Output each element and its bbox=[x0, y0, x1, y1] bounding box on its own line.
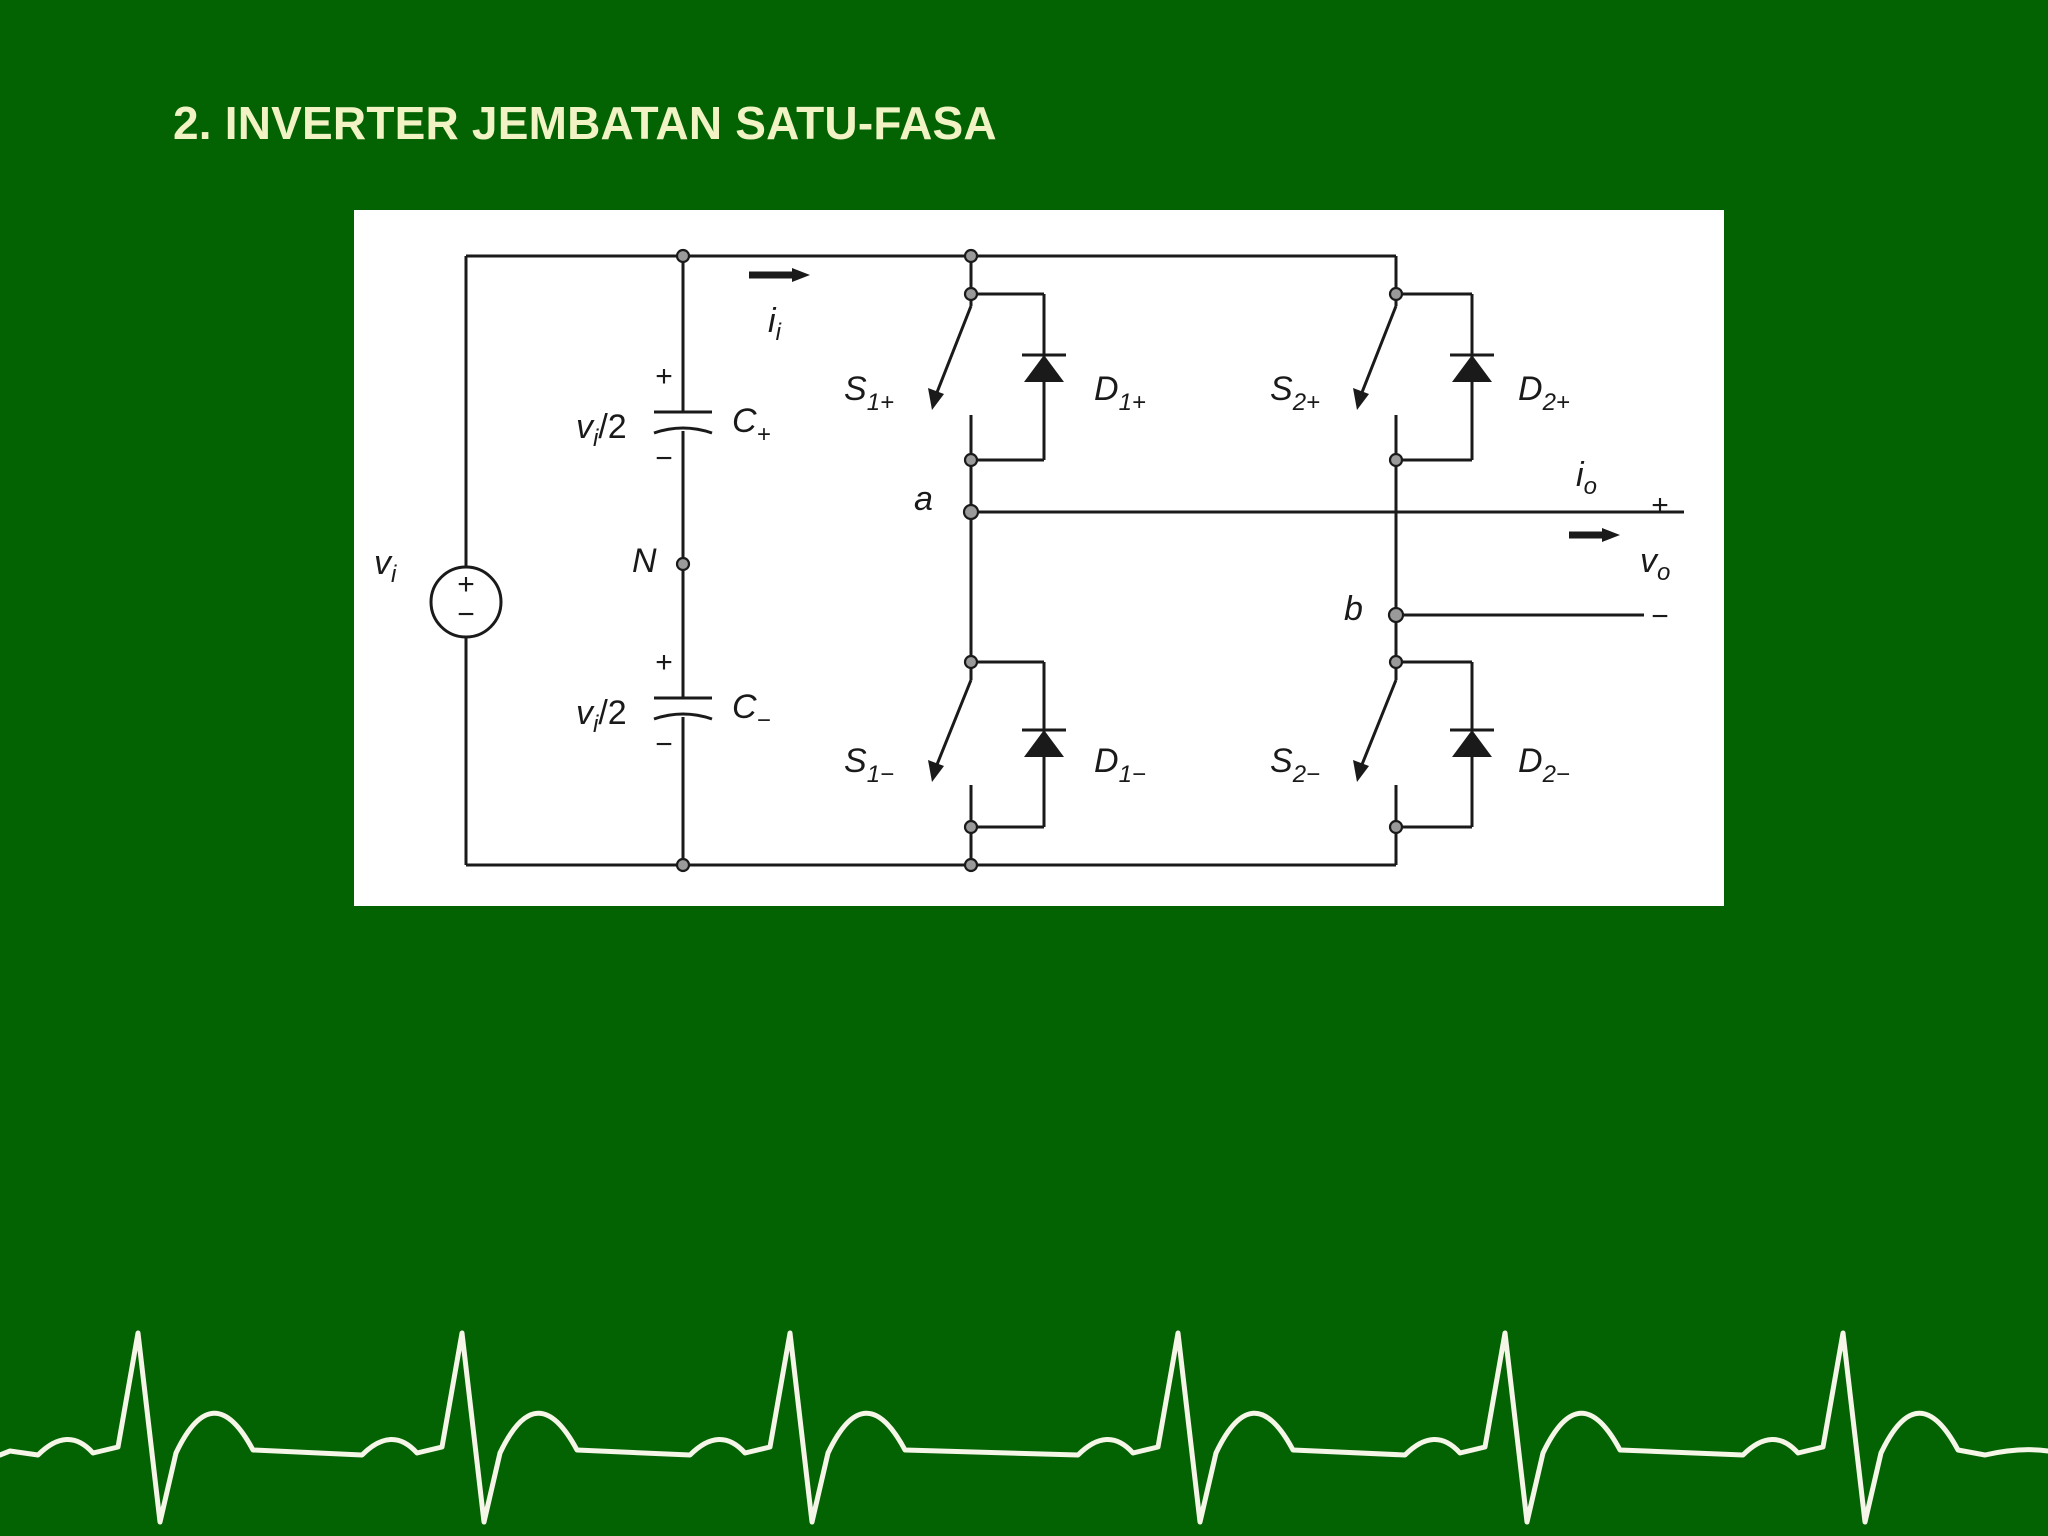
svg-text:−: − bbox=[1651, 600, 1669, 633]
input-current-label: ii bbox=[768, 302, 782, 346]
capacitor-icon bbox=[653, 712, 713, 721]
junction-node bbox=[1388, 819, 1404, 835]
junction-node bbox=[963, 819, 979, 835]
input-current: ii bbox=[749, 268, 810, 346]
node-n bbox=[675, 556, 691, 572]
diode-icon bbox=[1024, 730, 1064, 757]
node-a-label: a bbox=[914, 480, 933, 518]
switch-icon bbox=[932, 679, 973, 773]
output-voltage-label: vo bbox=[1640, 542, 1670, 586]
junction-node bbox=[963, 286, 979, 302]
capacitor-bottom-voltage: vi/2 bbox=[576, 694, 627, 738]
switch-s1-minus-label: S1− bbox=[844, 742, 894, 788]
circuit-diagram: + − vi + − vi/2 C+ + − vi/2 C− bbox=[374, 248, 1684, 873]
output-voltage: + vo − bbox=[1640, 489, 1670, 633]
source-circle-icon bbox=[429, 565, 503, 639]
junction-node bbox=[963, 248, 979, 264]
source-minus: − bbox=[457, 598, 475, 631]
svg-text:−: − bbox=[655, 442, 673, 475]
diode-icon bbox=[1024, 355, 1064, 382]
switch-s1-minus: S1− D1− bbox=[844, 679, 1146, 788]
junction-node bbox=[675, 248, 691, 264]
switch-s1-plus-label: S1+ bbox=[844, 370, 894, 416]
capacitor-top: + − vi/2 C+ bbox=[576, 360, 771, 475]
diode-d1-plus-label: D1+ bbox=[1094, 370, 1146, 416]
node-a bbox=[962, 503, 980, 521]
output-current-label: io bbox=[1576, 456, 1597, 500]
junction-node bbox=[963, 654, 979, 670]
slide-title: 2. INVERTER JEMBATAN SATU-FASA bbox=[173, 97, 997, 149]
output-current: io bbox=[1569, 456, 1620, 542]
diode-d1-minus-label: D1− bbox=[1094, 742, 1146, 788]
junction-node bbox=[1388, 654, 1404, 670]
capacitor-top-name: C+ bbox=[732, 402, 771, 448]
capacitor-bottom: + − vi/2 C− bbox=[576, 646, 771, 761]
switch-s1-plus: S1+ D1+ bbox=[844, 305, 1146, 416]
capacitor-bottom-name: C− bbox=[732, 688, 771, 734]
switch-s2-minus-label: S2− bbox=[1270, 742, 1320, 788]
arrow-right-icon bbox=[1602, 528, 1620, 542]
junction-node bbox=[963, 452, 979, 468]
voltage-source: + − vi bbox=[374, 544, 503, 639]
svg-text:−: − bbox=[655, 728, 673, 761]
circuit-diagram-panel: + − vi + − vi/2 C+ + − vi/2 C− bbox=[354, 210, 1724, 906]
junction-node bbox=[1388, 286, 1404, 302]
switch-icon bbox=[1357, 305, 1398, 401]
svg-text:+: + bbox=[1651, 489, 1669, 522]
source-label: vi bbox=[374, 544, 397, 588]
ecg-wave-line bbox=[0, 1330, 2048, 1525]
diode-icon bbox=[1452, 730, 1492, 757]
switch-s2-plus-label: S2+ bbox=[1270, 370, 1320, 416]
junction-node bbox=[675, 857, 691, 873]
source-plus: + bbox=[457, 568, 475, 601]
diode-d2-minus-label: D2− bbox=[1518, 742, 1570, 788]
diode-d2-plus-label: D2+ bbox=[1518, 370, 1570, 416]
node-b-label: b bbox=[1344, 590, 1363, 628]
switch-s2-plus: S2+ D2+ bbox=[1270, 305, 1570, 416]
svg-text:+: + bbox=[655, 646, 673, 679]
switch-icon bbox=[1357, 679, 1398, 773]
switch-icon bbox=[932, 305, 973, 401]
junction-nodes bbox=[675, 248, 1405, 873]
switch-s2-minus: S2− D2− bbox=[1270, 679, 1570, 788]
junction-node bbox=[1388, 452, 1404, 468]
svg-text:+: + bbox=[655, 360, 673, 393]
arrow-right-icon bbox=[792, 268, 810, 282]
capacitor-top-voltage: vi/2 bbox=[576, 408, 627, 452]
node-b bbox=[1387, 606, 1405, 624]
neutral-label: N bbox=[632, 542, 657, 580]
diode-icon bbox=[1452, 355, 1492, 382]
junction-node bbox=[963, 857, 979, 873]
capacitor-icon bbox=[653, 426, 713, 435]
